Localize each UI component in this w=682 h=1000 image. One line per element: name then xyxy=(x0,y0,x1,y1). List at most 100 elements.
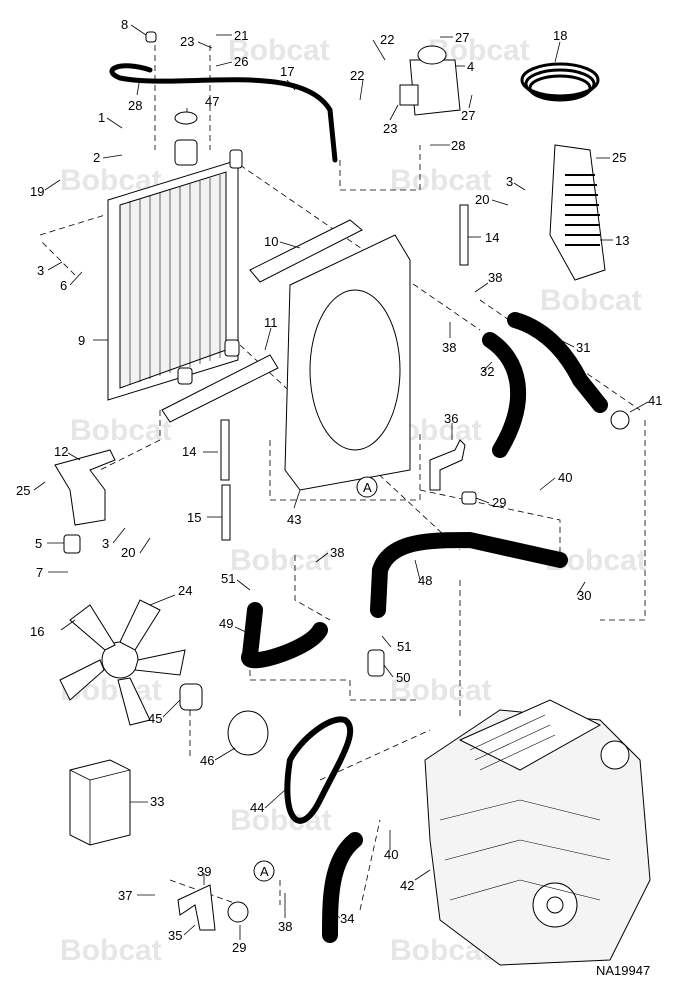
callout-29: 29 xyxy=(492,495,506,510)
callout-28: 28 xyxy=(128,98,142,113)
callout-3: 3 xyxy=(37,263,44,278)
callout-8: 8 xyxy=(121,17,128,32)
callout-18: 18 xyxy=(553,28,567,43)
callout-11: 11 xyxy=(264,315,278,330)
callout-20: 20 xyxy=(121,545,135,560)
callout-21: 21 xyxy=(234,28,248,43)
hose-clamp-41 xyxy=(610,410,630,430)
upper-gasket-strip xyxy=(249,219,363,283)
callout-25: 25 xyxy=(612,150,626,165)
coiled-hose xyxy=(520,62,600,102)
watermark-text: Bobcat xyxy=(540,284,642,317)
callout-49: 49 xyxy=(219,616,233,631)
overflow-hose xyxy=(109,63,338,163)
callout-2: 2 xyxy=(93,150,100,165)
section-marker-label: A xyxy=(260,864,269,879)
callout-46: 46 xyxy=(200,753,214,768)
callout-38: 38 xyxy=(488,270,502,285)
callout-45: 45 xyxy=(148,711,162,726)
callout-17: 17 xyxy=(280,64,294,79)
callout-33: 33 xyxy=(150,794,164,809)
callout-50: 50 xyxy=(396,670,410,685)
drawing-id: NA19947 xyxy=(596,963,650,978)
callout-22: 22 xyxy=(350,68,364,83)
hose-fitting xyxy=(367,649,385,677)
callout-27: 27 xyxy=(455,30,469,45)
callout-36: 36 xyxy=(444,411,458,426)
callout-43: 43 xyxy=(287,512,301,527)
grommet-29 xyxy=(461,491,477,505)
callout-10: 10 xyxy=(264,234,278,249)
callout-9: 9 xyxy=(78,333,85,348)
callout-24: 24 xyxy=(178,583,192,598)
seal-strip-15 xyxy=(221,484,231,541)
watermark-text: Bobcat xyxy=(228,34,330,67)
callout-42: 42 xyxy=(400,878,414,893)
upper-radiator-hose xyxy=(507,312,608,413)
section-marker-upper: A xyxy=(356,476,378,498)
callout-31: 31 xyxy=(576,340,590,355)
watermark-text: Bobcat xyxy=(390,674,492,707)
callout-13: 13 xyxy=(615,233,629,248)
fan-pulley xyxy=(227,710,269,756)
radiator-fins xyxy=(129,175,221,385)
watermark-text: Bobcat xyxy=(390,164,492,197)
radiator xyxy=(107,139,243,401)
callout-7: 7 xyxy=(36,565,43,580)
watermark-text: Bobcat xyxy=(70,414,172,447)
side-shroud-panel xyxy=(549,144,606,281)
callout-32: 32 xyxy=(480,364,494,379)
callout-28: 28 xyxy=(451,138,465,153)
seal-strip-14b xyxy=(220,419,230,481)
callout-12: 12 xyxy=(54,444,68,459)
callout-37: 37 xyxy=(118,888,132,903)
section-marker-label: A xyxy=(363,480,372,495)
hose-49 xyxy=(241,602,328,669)
fan-spacer xyxy=(179,683,203,711)
long-coolant-hose xyxy=(370,532,568,618)
radiator-cap xyxy=(174,111,198,125)
callout-14: 14 xyxy=(182,444,196,459)
callout-22: 22 xyxy=(380,32,394,47)
callout-47: 47 xyxy=(205,94,219,109)
engine-assembly xyxy=(424,699,651,966)
callout-23: 23 xyxy=(180,34,194,49)
callout-3: 3 xyxy=(102,536,109,551)
callout-20: 20 xyxy=(475,192,489,207)
watermark-text: Bobcat xyxy=(60,934,162,967)
callout-1: 1 xyxy=(98,110,105,125)
mount-bracket xyxy=(54,449,116,526)
section-marker-lower: A xyxy=(253,860,275,882)
cooling-fan xyxy=(59,599,186,726)
hose-clamp-8 xyxy=(145,31,157,43)
callout-5: 5 xyxy=(35,536,42,551)
callout-27: 27 xyxy=(461,108,475,123)
drive-belt xyxy=(284,716,354,824)
callout-29: 29 xyxy=(232,940,246,955)
callout-26: 26 xyxy=(234,54,248,69)
callout-23: 23 xyxy=(383,121,397,136)
callout-15: 15 xyxy=(187,510,201,525)
filter-box xyxy=(69,759,131,846)
callout-16: 16 xyxy=(30,624,44,639)
callout-38: 38 xyxy=(278,919,292,934)
callout-40: 40 xyxy=(384,847,398,862)
leader-lines xyxy=(33,24,649,940)
seal-29 xyxy=(227,901,249,923)
watermark-text: Bobcat xyxy=(230,544,332,577)
callout-40: 40 xyxy=(558,470,572,485)
hose-clamp-35 xyxy=(177,884,216,931)
callout-48: 48 xyxy=(418,573,432,588)
hose-bracket xyxy=(429,439,466,491)
callout-51: 51 xyxy=(397,639,411,654)
callout-51: 51 xyxy=(221,571,235,586)
callout-38: 38 xyxy=(330,545,344,560)
callout-30: 30 xyxy=(577,588,591,603)
lower-gasket-strip xyxy=(161,354,279,423)
callout-38: 38 xyxy=(442,340,456,355)
callout-35: 35 xyxy=(168,928,182,943)
callout-3: 3 xyxy=(506,174,513,189)
callout-25: 25 xyxy=(16,483,30,498)
callout-19: 19 xyxy=(30,184,44,199)
